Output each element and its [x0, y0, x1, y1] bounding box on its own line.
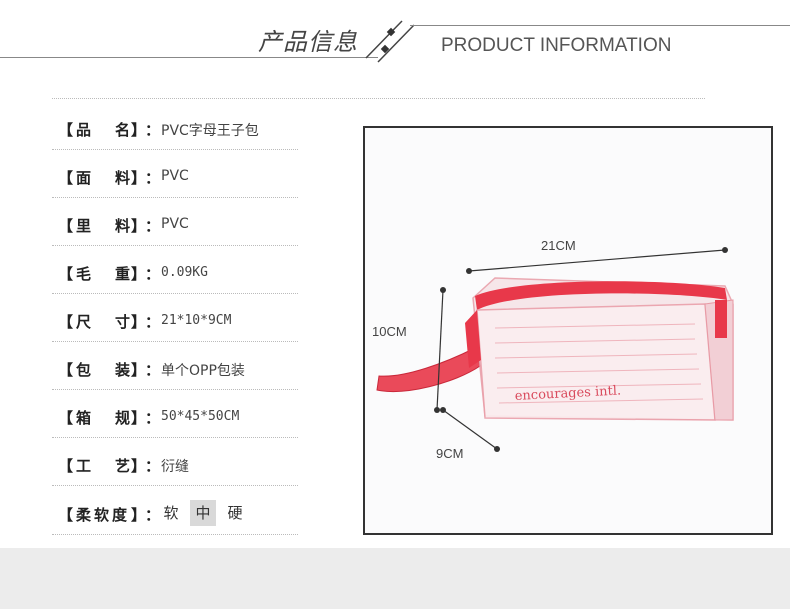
product-illustration: encourages intl.	[376, 247, 734, 452]
product-photo-frame: encourages intl.	[363, 126, 773, 535]
bracket-open: 【	[58, 313, 74, 331]
label-colon: ：	[145, 313, 161, 331]
label-char: 艺	[115, 457, 131, 475]
bracket-open: 【	[58, 169, 74, 187]
spec-row: 【毛 重】：0.09KG	[52, 246, 298, 294]
bracket-open: 【	[58, 265, 74, 283]
spec-row: 【里 料】：PVC	[52, 198, 298, 246]
spec-value: 50*45*50CM	[161, 409, 240, 424]
header-slash-ornament	[365, 20, 415, 63]
label-colon: ：	[145, 457, 161, 475]
label-char: 尺	[76, 313, 92, 331]
spec-row: 【工 艺】：衍缝	[52, 438, 298, 486]
softness-option-soft: 软	[163, 504, 179, 522]
footer-band	[0, 548, 790, 609]
header-divider-right	[410, 25, 790, 26]
spec-value: PVC字母王子包	[161, 123, 259, 139]
softness-option-hard: 硬	[227, 504, 243, 522]
label-char: 品	[76, 121, 92, 139]
label-char: 里	[76, 217, 92, 235]
label-colon: ：	[145, 361, 161, 379]
label-colon: ：	[145, 217, 161, 235]
section-title-cn: 产品信息	[258, 28, 358, 56]
bracket-close: 】	[131, 169, 147, 187]
spec-value: 衍缝	[161, 459, 189, 475]
dimension-length-label: 21CM	[541, 238, 576, 253]
bracket-open: 【	[58, 409, 74, 427]
spec-row: 【品 名】：PVC字母王子包	[52, 102, 298, 150]
label-colon: ：	[145, 265, 161, 283]
label-char: 名	[115, 121, 131, 139]
bracket-close: 】	[131, 457, 147, 475]
bracket-close: 】	[131, 409, 147, 427]
label-char: 工	[76, 457, 92, 475]
dimension-depth-label: 9CM	[436, 446, 464, 461]
dimension-height-label: 10CM	[372, 324, 407, 339]
spec-value: 0.09KG	[161, 265, 208, 280]
spec-row: 【箱 规】：50*45*50CM	[52, 390, 298, 438]
label-char: 寸	[115, 313, 131, 331]
label-char: 包	[76, 361, 92, 379]
label-colon: ：	[145, 121, 161, 139]
label-char: 软	[94, 506, 110, 524]
label-char: 箱	[76, 409, 92, 427]
spec-row: 【包 装】：单个OPP包装	[52, 342, 298, 390]
label-char: 毛	[76, 265, 92, 283]
label-char: 柔	[76, 506, 92, 524]
bracket-close: 】	[131, 217, 147, 235]
spec-row: 【尺 寸】：21*10*9CM	[52, 294, 298, 342]
label-char: 面	[76, 169, 92, 187]
label-char: 装	[115, 361, 131, 379]
bracket-close: 】	[131, 313, 147, 331]
section-title-en: PRODUCT INFORMATION	[441, 35, 672, 56]
spec-value: 单个OPP包装	[161, 363, 245, 379]
softness-options: 软 中 硬	[158, 500, 254, 526]
softness-option-medium: 中	[190, 500, 216, 526]
bracket-open: 【	[58, 457, 74, 475]
bracket-close: 】	[131, 506, 147, 524]
spec-value: 21*10*9CM	[161, 313, 232, 328]
label-char: 料	[115, 217, 131, 235]
bracket-close: 】	[131, 265, 147, 283]
bag-print-text: encourages intl.	[514, 383, 621, 404]
header-divider-left	[0, 57, 378, 58]
spec-value: PVC	[161, 216, 189, 232]
spec-value: PVC	[161, 168, 189, 184]
top-dotted-divider	[52, 98, 705, 99]
label-colon: ：	[145, 409, 161, 427]
label-char: 料	[115, 169, 131, 187]
label-char: 重	[115, 265, 131, 283]
label-char: 规	[115, 409, 131, 427]
spec-row-softness: 【 柔 软 度 】 ： 软 中 硬	[52, 487, 298, 535]
bracket-open: 【	[58, 217, 74, 235]
label-char: 度	[112, 506, 128, 524]
bracket-close: 】	[131, 361, 147, 379]
spec-row: 【面 料】：PVC	[52, 150, 298, 198]
label-colon: ：	[145, 506, 161, 524]
bracket-open: 【	[58, 121, 74, 139]
bracket-open: 【	[58, 361, 74, 379]
label-colon: ：	[145, 169, 161, 187]
bracket-close: 】	[131, 121, 147, 139]
bracket-open: 【	[58, 506, 74, 524]
